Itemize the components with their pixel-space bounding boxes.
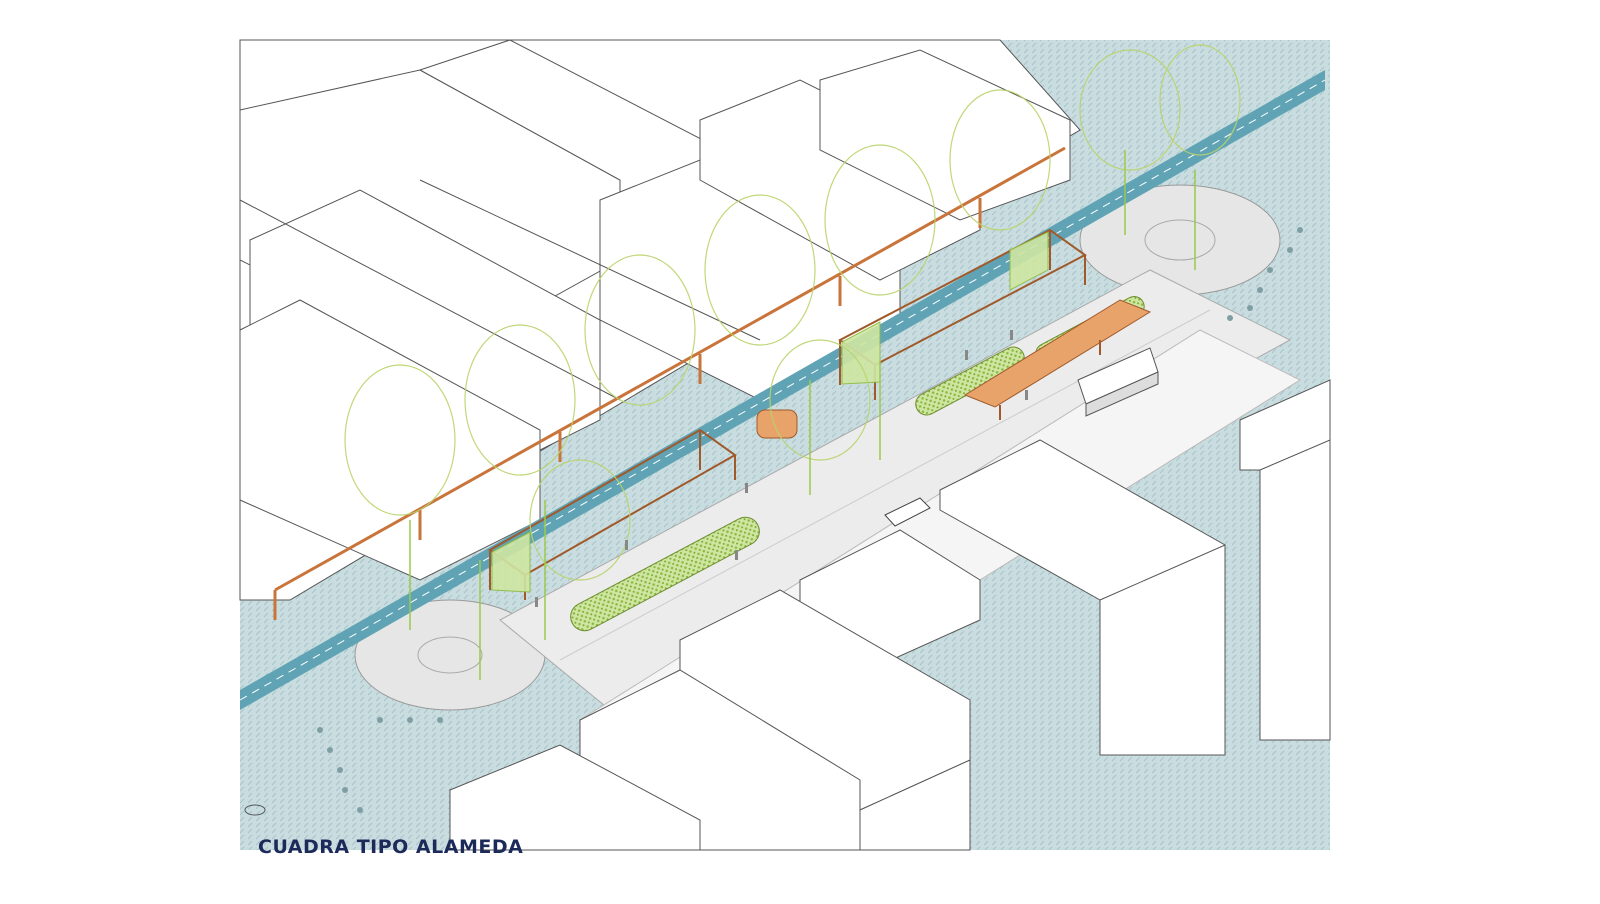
- bus-shelter: [963, 299, 1152, 420]
- caption-marker: [244, 804, 266, 816]
- tree-canopies: [344, 44, 1241, 581]
- building-block-south: [449, 379, 1331, 851]
- kiosk-icon: [756, 409, 798, 439]
- pergola-greenery: [491, 231, 1049, 593]
- building-block-north: [239, 39, 1081, 601]
- pergola-long: [273, 146, 1066, 620]
- car-icon: [884, 497, 931, 527]
- bus-icon: [1077, 347, 1159, 417]
- bollards: [317, 227, 1303, 813]
- diagram-caption: CUADRA TIPO ALAMEDA: [258, 836, 524, 858]
- person-icon: [535, 330, 1028, 607]
- tree-trunks: [409, 150, 1196, 680]
